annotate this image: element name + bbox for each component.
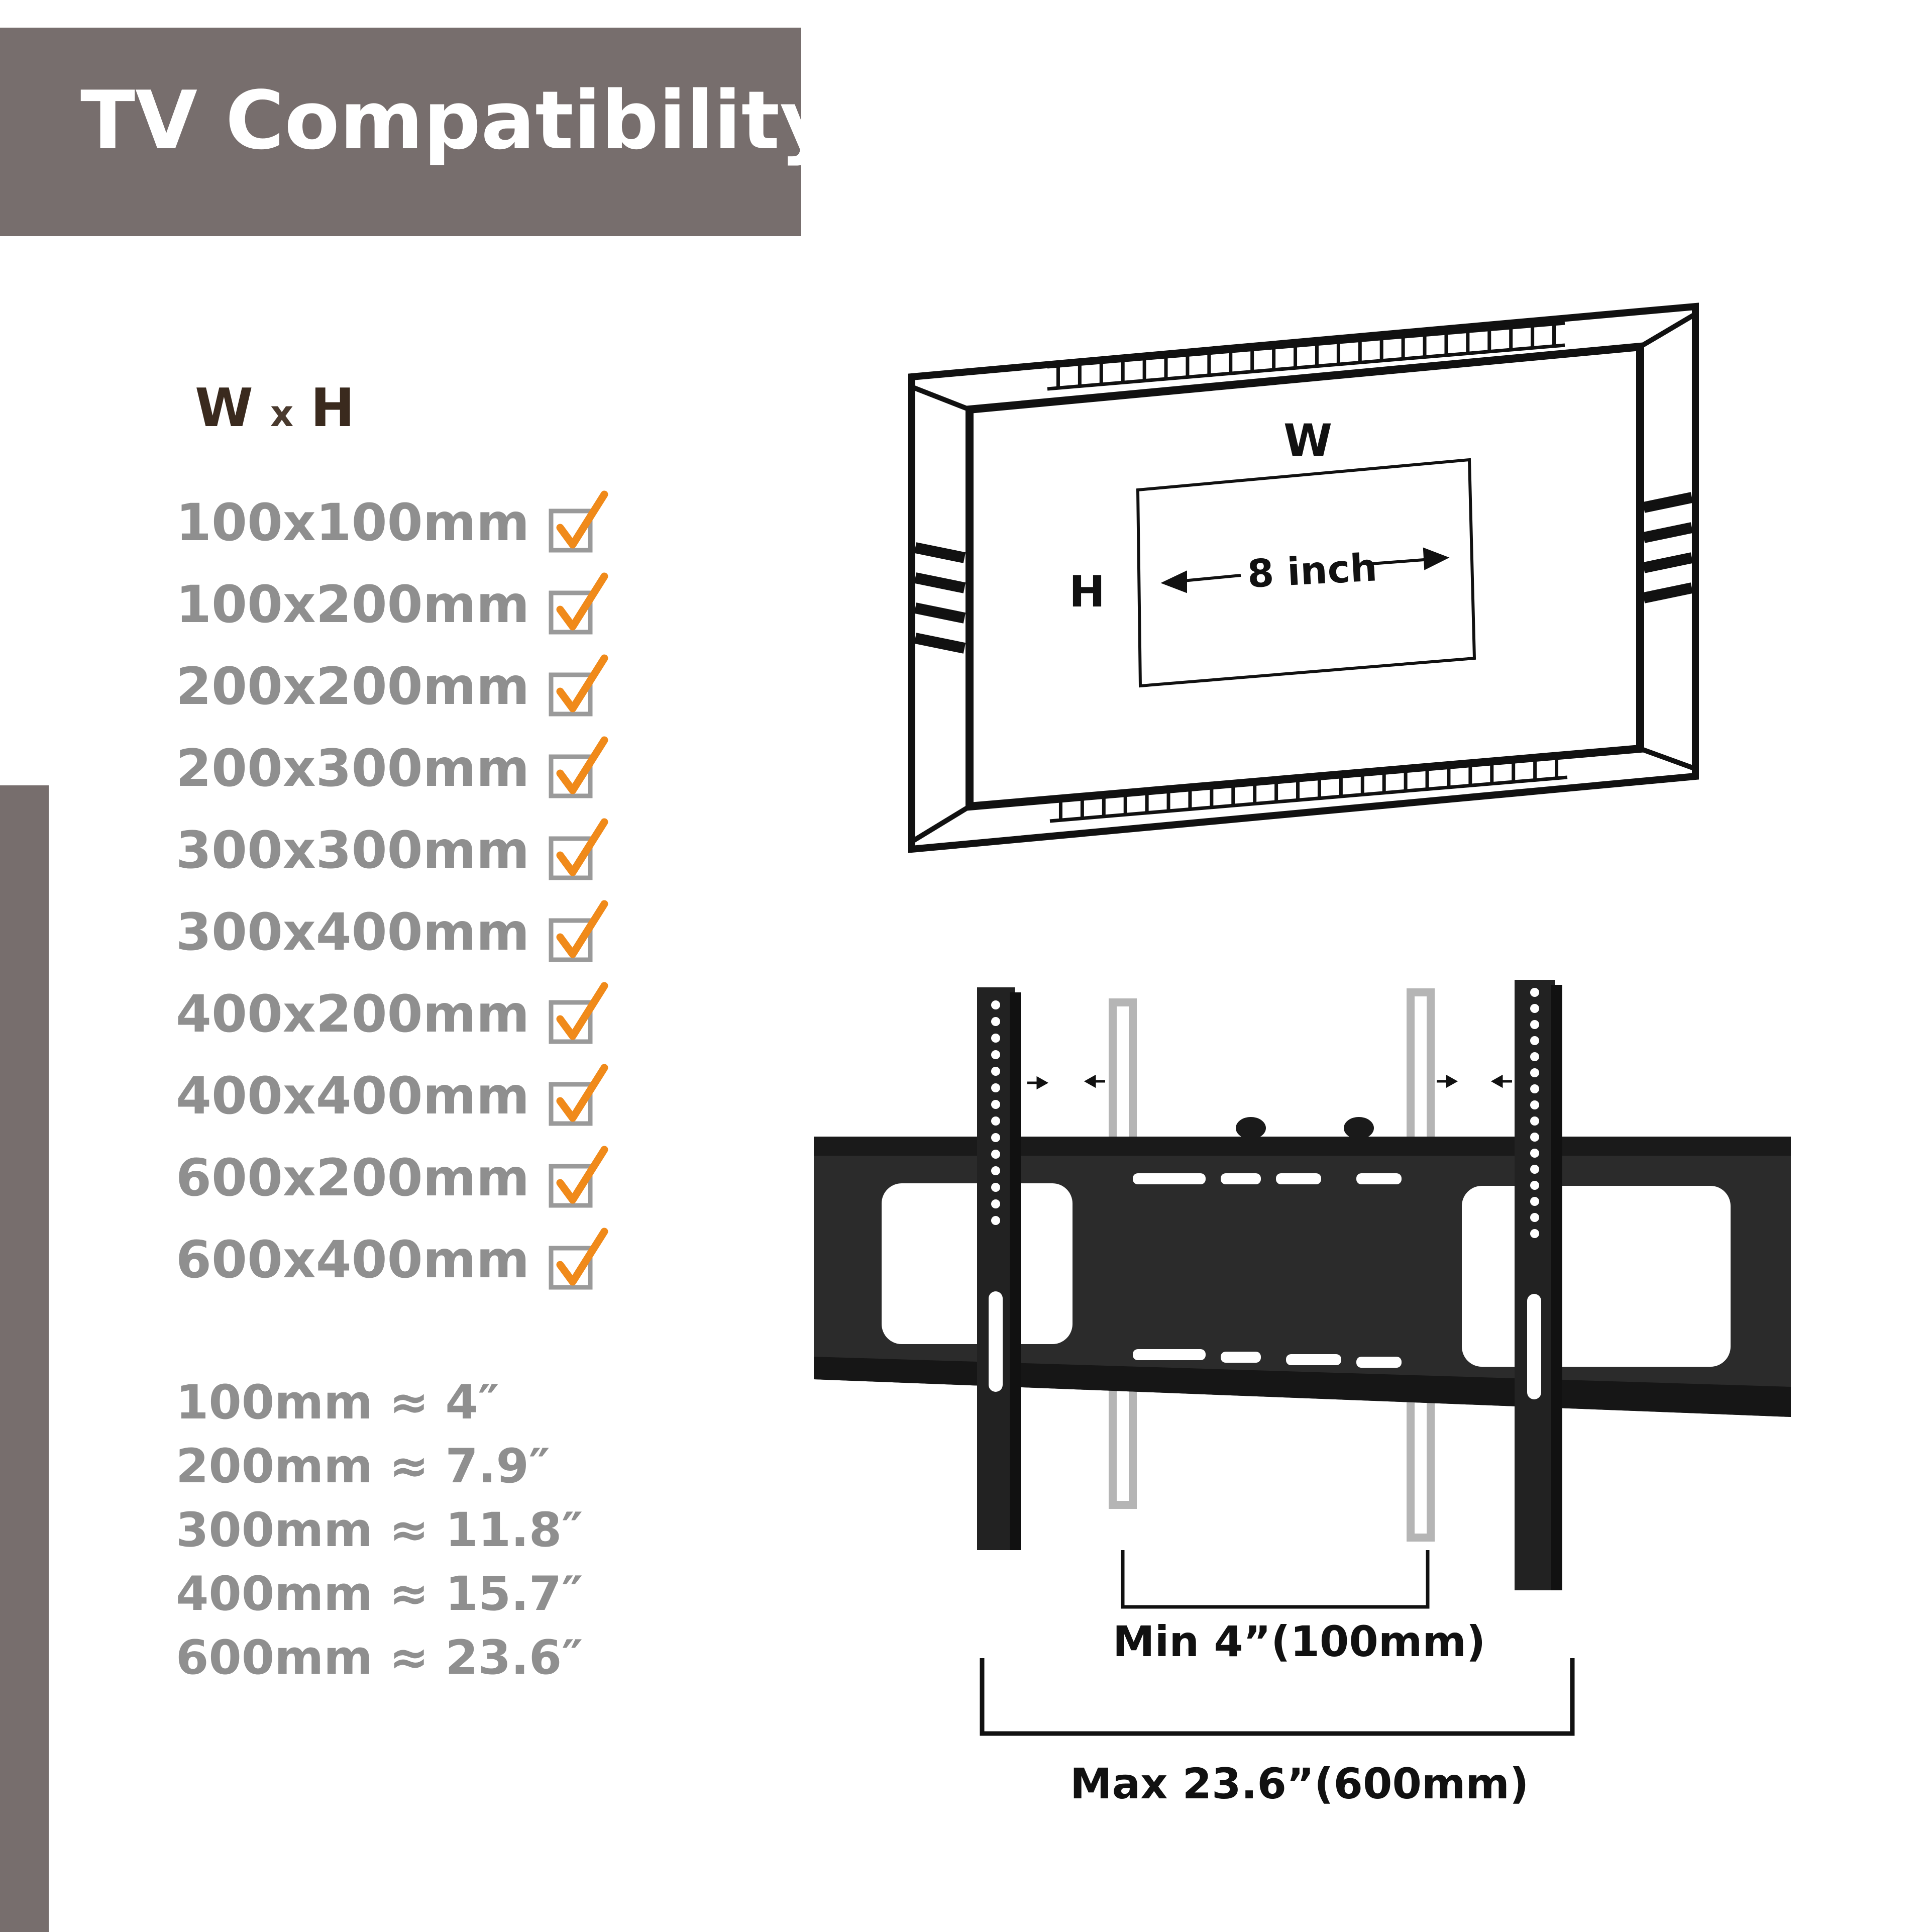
right-arm — [1515, 980, 1562, 1590]
size-label: 600x400mm — [176, 1230, 530, 1290]
conversion-row: 300mm ≈ 11.8″ — [176, 1503, 583, 1558]
arm-hole — [1530, 1020, 1539, 1029]
arm-hole — [1530, 1165, 1539, 1174]
size-label: 300x400mm — [176, 902, 530, 962]
size-label: 400x200mm — [176, 984, 530, 1044]
arm-hole — [991, 1034, 1000, 1043]
conversion-row: 600mm ≈ 23.6″ — [176, 1631, 583, 1685]
size-label: 100x100mm — [176, 493, 530, 553]
checkbox-checked-icon — [549, 1146, 608, 1208]
size-label: 200x200mm — [176, 657, 530, 717]
arm-hole — [1530, 1213, 1539, 1222]
times-label: x — [270, 392, 294, 435]
arm-hole — [1530, 1068, 1539, 1077]
arm-hole — [991, 1166, 1000, 1175]
arm-hole — [1530, 1100, 1539, 1109]
conversion-row: 200mm ≈ 7.9″ — [176, 1439, 550, 1494]
checkbox-checked-icon — [549, 1228, 608, 1290]
max-distance-label: Max 23.6”(600mm) — [1070, 1759, 1529, 1808]
conversion-row: 400mm ≈ 15.7″ — [176, 1567, 583, 1621]
arm-hole — [1530, 988, 1539, 997]
arm-hole — [1530, 1229, 1539, 1238]
adjust-arrows — [1027, 1074, 1512, 1090]
arm-hole — [1530, 1084, 1539, 1093]
checkbox-checked-icon — [549, 490, 608, 553]
arm-hole — [991, 1017, 1000, 1026]
size-label: 200x300mm — [176, 739, 530, 798]
conversion-row: 100mm ≈ 4″ — [176, 1375, 499, 1430]
side-bar — [0, 785, 49, 1932]
arm-hole — [1530, 1004, 1539, 1013]
arm-hole — [1530, 1052, 1539, 1061]
min-dimension-bracket — [1121, 1550, 1430, 1609]
max-dimension-bracket — [980, 1658, 1575, 1736]
tv-distance-label: 8 inch — [1246, 545, 1378, 596]
arm-hole — [1530, 1197, 1539, 1206]
arm-hole — [991, 1050, 1000, 1059]
checkbox-checked-icon — [549, 572, 608, 635]
size-label: 100x200mm — [176, 575, 530, 635]
arm-hole — [1530, 1181, 1539, 1190]
tv-top-vents — [1047, 321, 1565, 391]
arm-hole — [1530, 1036, 1539, 1045]
size-label: 400x400mm — [176, 1066, 530, 1126]
height-header-label: H — [310, 377, 355, 439]
checkbox-checked-icon — [549, 736, 608, 798]
width-header-label: W — [195, 377, 253, 439]
title-banner — [0, 28, 801, 236]
arm-hole — [991, 1067, 1000, 1076]
arm-hole — [991, 1100, 1000, 1109]
min-distance-label: Min 4”(100mm) — [1113, 1617, 1486, 1666]
page-title: TV Compatibility — [80, 73, 832, 167]
tv-right-vents — [1642, 492, 1693, 603]
ghost-arms — [1109, 988, 1435, 1542]
tv-left-vents — [914, 542, 966, 654]
checkbox-checked-icon — [549, 900, 608, 962]
arm-hole — [991, 1000, 1000, 1009]
conversion-list: 100mm ≈ 4″200mm ≈ 7.9″300mm ≈ 11.8″400mm… — [176, 1379, 583, 1698]
size-label: 600x200mm — [176, 1148, 530, 1208]
tv-height-label: H — [1069, 567, 1105, 617]
size-label: 300x300mm — [176, 821, 530, 880]
tv-bottom-vents — [1049, 753, 1568, 823]
checkbox-checked-icon — [549, 1064, 608, 1126]
arm-hole — [991, 1216, 1000, 1225]
left-arm — [977, 987, 1021, 1550]
checkbox-checked-icon — [549, 818, 608, 880]
arm-hole — [1530, 1149, 1539, 1158]
checkbox-checked-icon — [549, 654, 608, 717]
checkbox-checked-icon — [549, 982, 608, 1044]
arm-hole — [991, 1083, 1000, 1092]
arm-hole — [991, 1199, 1000, 1208]
arm-hole — [991, 1150, 1000, 1159]
arm-hole — [1530, 1116, 1539, 1126]
arm-holes — [991, 988, 1539, 1238]
arm-hole — [991, 1116, 1000, 1126]
tv-width-label: W — [1283, 415, 1333, 466]
arm-hole — [1530, 1133, 1539, 1142]
arm-hole — [991, 1133, 1000, 1142]
wall-plate — [814, 1117, 1791, 1417]
arm-hole — [991, 1183, 1000, 1192]
